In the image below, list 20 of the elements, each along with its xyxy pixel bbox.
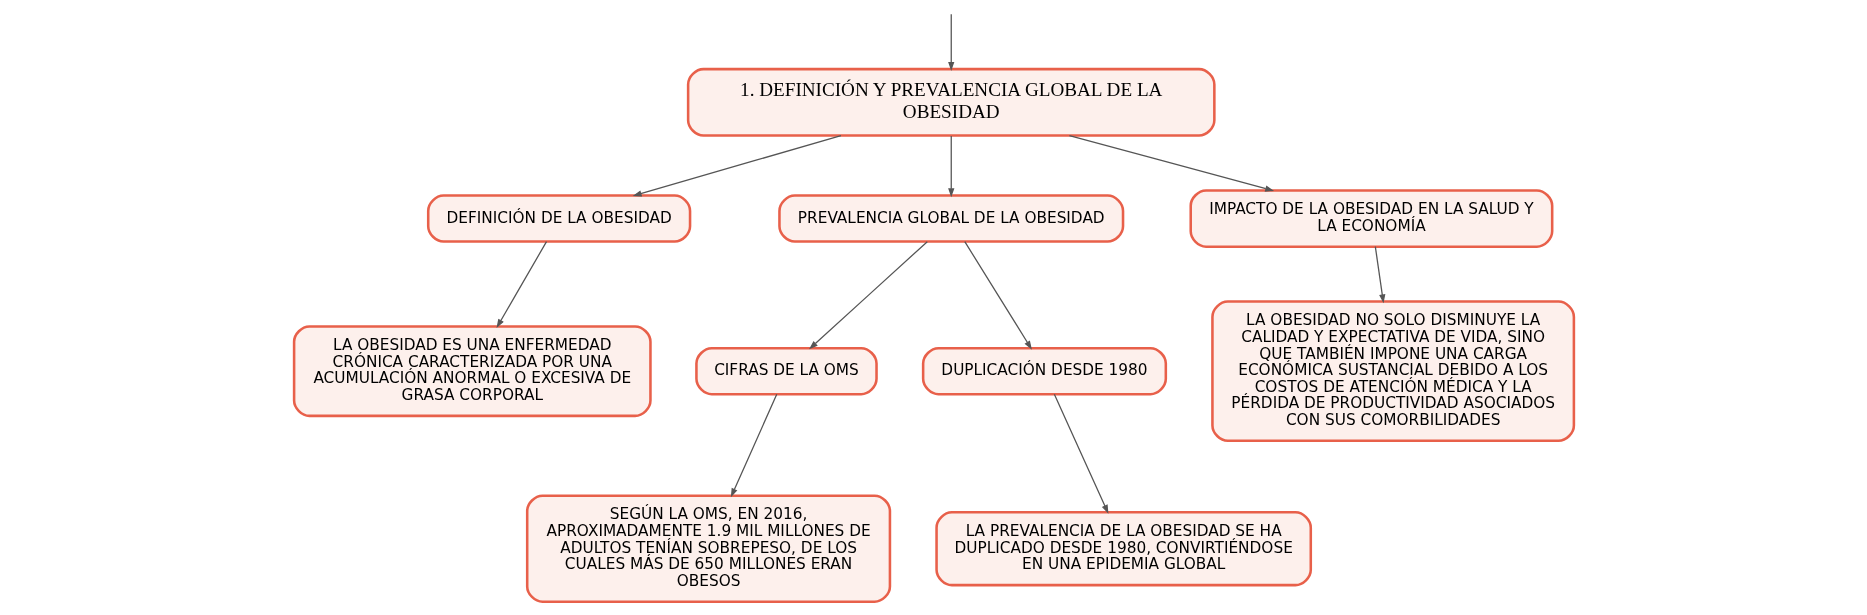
node-box: LA OBESIDAD NO SOLO DISMINUYE LA CALIDAD Y EXPECTATIVA DE VIDA, SINO QUE TAMBIÉN IMPONE UNA CARGA ECONÓMICA SUSTANCIAL DEBIDO A LOS COSTOS DE ATENCIÓN MÉDICA Y LA PÉRDIDA DE PRODUCTIVIDAD ASOCIADOS CON SUS COMORBILIDADES [1210, 300, 1575, 443]
arrow [730, 393, 777, 498]
arrow [1053, 393, 1108, 514]
arrow [1374, 246, 1385, 304]
node-box: 1. DEFINICIÓN Y PREVALENCIA GLOBAL DE LA OBESIDAD [686, 67, 1216, 137]
node-box: SEGÚN LA OMS, EN 2016, APROXIMADAMENTE 1.9 MIL MILLONES DE ADULTOS TENÍAN SOBREPESO, DE LOS CUALES MÁS DE 650 MILLONES ERAN OBESOS [525, 494, 891, 603]
node-box: IMPACTO DE LA OBESIDAD EN LA SALUD Y LA ECONOMÍA [1188, 189, 1553, 248]
node-box: DUPLICACIÓN DESDE 1980 [921, 346, 1167, 396]
node-box: PREVALENCIA GLOBAL DE LA OBESIDAD [777, 194, 1124, 243]
arrow [632, 134, 842, 197]
node-box: CIFRAS DE LA OMS [694, 346, 878, 396]
arrow [496, 241, 547, 329]
arrow [947, 135, 954, 198]
arrow [963, 241, 1032, 350]
node-box: LA OBESIDAD ES UNA ENFERMEDAD CRÓNICA CARACTERIZADA POR UNA ACUMULACIÓN ANORMAL O EXCESIVA DE GRASA CORPORAL [292, 325, 652, 418]
node-box: DEFINICIÓN DE LA OBESIDAD [426, 194, 691, 243]
arrow [1068, 134, 1274, 192]
arrow [808, 241, 928, 350]
node-box: LA PREVALENCIA DE LA OBESIDAD SE HA DUPLICADO DESDE 1980, CONVIRTIÉNDOSE EN UNA EPIDEMIA GLOBAL [934, 511, 1312, 587]
arrow [947, 13, 954, 71]
